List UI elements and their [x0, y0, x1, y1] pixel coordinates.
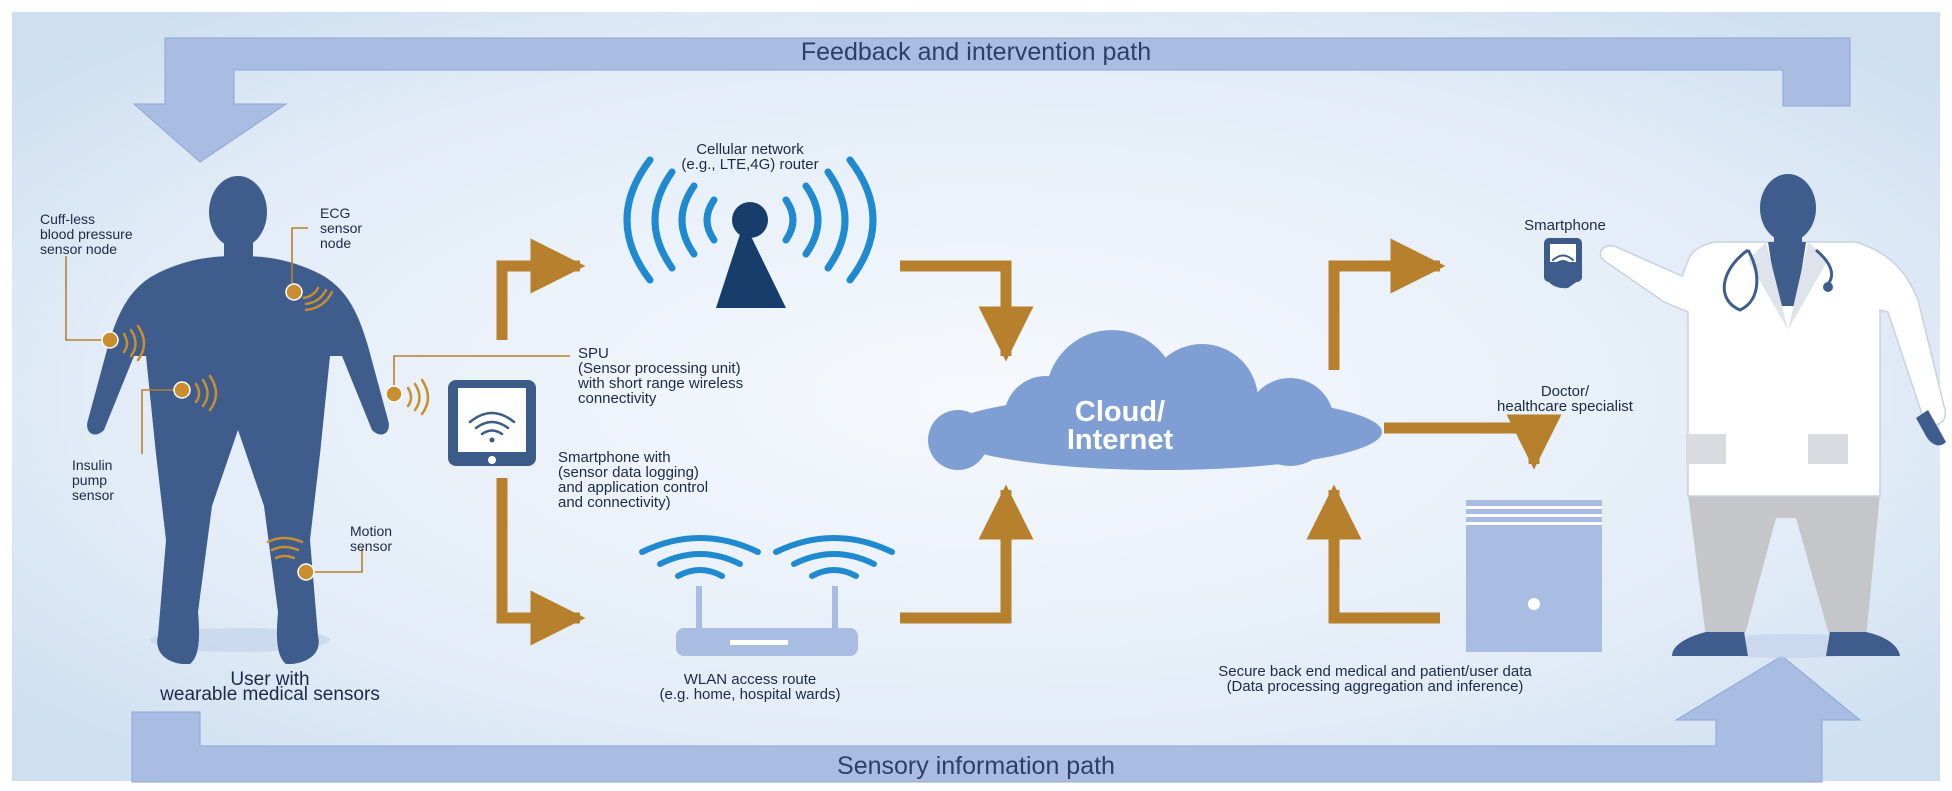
leader-cuffless [65, 256, 108, 341]
doctor-smartphone-label: Smartphone [1524, 217, 1606, 234]
wlan-router-icon [639, 535, 895, 656]
cloud-label: Cloud/ Internet [1066, 396, 1174, 456]
cuffless-sensor-node [101, 331, 119, 349]
signal-wave-icons [122, 286, 430, 560]
leader-ecg [291, 227, 308, 290]
ecg-sensor-label: ECG sensor node [320, 205, 363, 251]
user-smartphone-icon [448, 380, 536, 466]
arrow-wlan-to-cloud [900, 484, 1034, 624]
patient-figure [87, 176, 389, 664]
doctor-label: Doctor/ healthcare specialist [1497, 383, 1633, 415]
sensory-path-label: Sensory information path [837, 752, 1115, 780]
arrow-cloud-to-server [1384, 414, 1562, 470]
sensor-nodes [65, 227, 570, 581]
arrow-cellular-to-cloud [900, 260, 1034, 362]
motion-sensor-label: Motion sensor [350, 523, 393, 554]
feedback-path-arrow [132, 37, 1851, 163]
cuffless-sensor-label: Cuff-less blood pressure sensor node [40, 211, 133, 257]
motion-sensor-node [297, 563, 315, 581]
connector-arrows [496, 238, 1562, 646]
ecg-sensor-node [285, 283, 303, 301]
server-icon [1466, 500, 1602, 652]
leader-insulin [141, 389, 180, 454]
insulin-sensor-node [173, 381, 191, 399]
wlan-label: WLAN access route (e.g. home, hospital w… [659, 671, 841, 703]
arrow-phone-to-wlan [496, 478, 586, 646]
user-smartphone-label: Smartphone with (sensor data logging) an… [558, 449, 709, 511]
user-caption: User with wearable medical sensors [160, 669, 380, 705]
leader-motion [306, 548, 363, 573]
spu-sensor-node [385, 385, 403, 403]
cloud-icon [928, 330, 1382, 470]
cellular-tower-icon [623, 156, 877, 308]
insulin-sensor-label: Insulin pump sensor [72, 457, 115, 503]
leader-spu [393, 355, 570, 392]
cellular-label: Cellular network (e.g., LTE,4G) router [681, 141, 819, 173]
feedback-path-label: Feedback and intervention path [800, 38, 1152, 66]
spu-label: SPU (Sensor processing unit) with short … [578, 345, 744, 407]
arrow-phone-to-cellular [496, 238, 586, 340]
backend-label: Secure back end medical and patient/user… [1218, 663, 1532, 695]
doctor-figure [1544, 174, 1947, 658]
arrow-server-to-cloud [1306, 484, 1440, 624]
arrow-cloud-to-doctor-phone [1328, 238, 1446, 370]
sensory-path-arrow [131, 655, 1862, 783]
